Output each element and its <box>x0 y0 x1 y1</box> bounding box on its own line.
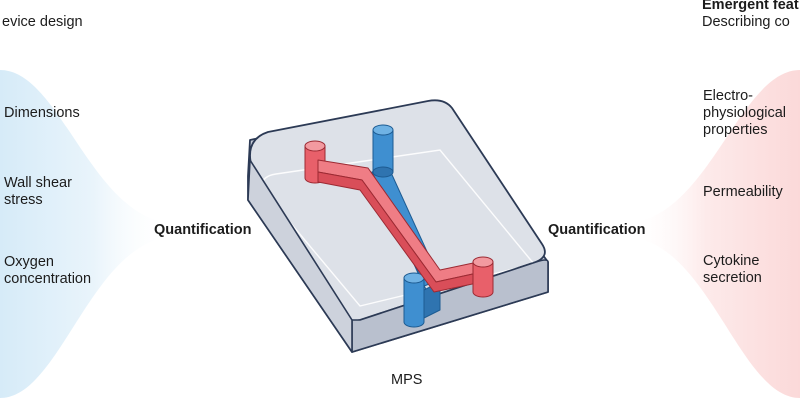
right-funnel <box>630 70 800 398</box>
device-front-side <box>351 259 549 353</box>
left-funnel <box>0 70 170 398</box>
left-quantification-label: Quantification <box>154 222 252 238</box>
right-item-cytokine-secretion: Cytokine secretion <box>703 253 762 286</box>
left-item-wall-shear-stress: Wall shear stress <box>4 175 72 208</box>
right-quantification-label: Quantification <box>548 222 646 238</box>
left-item-oxygen-concentration: Oxygen concentration <box>4 254 92 287</box>
right-item-permeability: Permeability <box>703 184 783 200</box>
left-item-dimensions: Dimensions <box>4 105 80 121</box>
device-left-side <box>247 159 353 353</box>
red-channel <box>304 140 494 298</box>
right-item-electrophysiological-properties: Electro- physiological properties <box>703 88 787 138</box>
right-subheading: Describing co <box>702 14 790 30</box>
mps-label: MPS <box>391 372 423 388</box>
right-heading: Emergent feat <box>702 0 799 13</box>
left-heading: evice design <box>2 14 83 30</box>
